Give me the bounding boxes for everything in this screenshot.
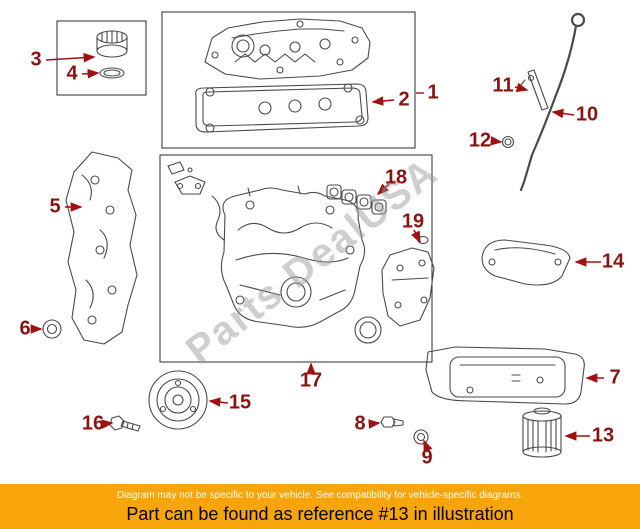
dipstick-drawing [519,12,586,192]
callout-4: 4 [66,62,78,85]
manifold-gasket-set-drawing [326,184,387,215]
manifold-bracket-drawing [167,161,225,241]
valve-cover-drawing [204,18,371,80]
callout-15: 15 [228,391,252,414]
manifold-cover-drawing [381,235,435,327]
callout-10: 10 [575,103,599,126]
valve-cover-group-box [161,11,416,149]
callout-14: 14 [601,250,625,273]
filler-cap-group-box [56,20,147,96]
callout-7: 7 [609,366,621,389]
callout-12: 12 [468,129,492,152]
intake-manifold-group-box [159,154,433,363]
intake-manifold-drawing [220,185,382,344]
callout-6: 6 [19,317,31,340]
drain-plug-gasket-drawing [413,429,429,445]
oil-filter-drawing [522,407,562,458]
banner-disclaimer-text: Diagram may not be specific to your vehi… [116,490,524,501]
callout-arrows [30,52,604,453]
crankshaft-pulley-drawing [148,370,208,430]
bottom-banner: Diagram may not be specific to your vehi… [0,484,640,529]
callout-9: 9 [421,446,433,469]
callout-17: 17 [299,369,323,392]
diagram-art [30,11,604,458]
callout-16: 16 [81,412,105,435]
tube-oring-drawing [501,135,515,149]
callout-1: 1 [427,81,439,104]
crank-seal-drawing [42,319,62,339]
oil-pan-drawing [425,346,585,405]
oil-filler-cap-drawing [96,30,128,58]
callout-2: 2 [398,88,410,111]
air-duct-drawing [481,239,571,286]
pulley-bolt-drawing [109,415,141,432]
callout-8: 8 [354,412,366,435]
filler-cap-gasket-drawing [99,67,125,79]
callout-3: 3 [30,48,42,71]
callout-19: 19 [401,210,425,233]
drain-plug-drawing [380,416,404,428]
callout-13: 13 [591,424,615,447]
timing-chain-cover-drawing [65,151,138,345]
callout-11: 11 [492,74,514,97]
banner-reference-text: Part can be found as reference #13 in il… [126,504,514,524]
callout-18: 18 [384,166,408,189]
valve-cover-gasket-drawing [195,83,369,133]
callout-5: 5 [49,195,61,218]
